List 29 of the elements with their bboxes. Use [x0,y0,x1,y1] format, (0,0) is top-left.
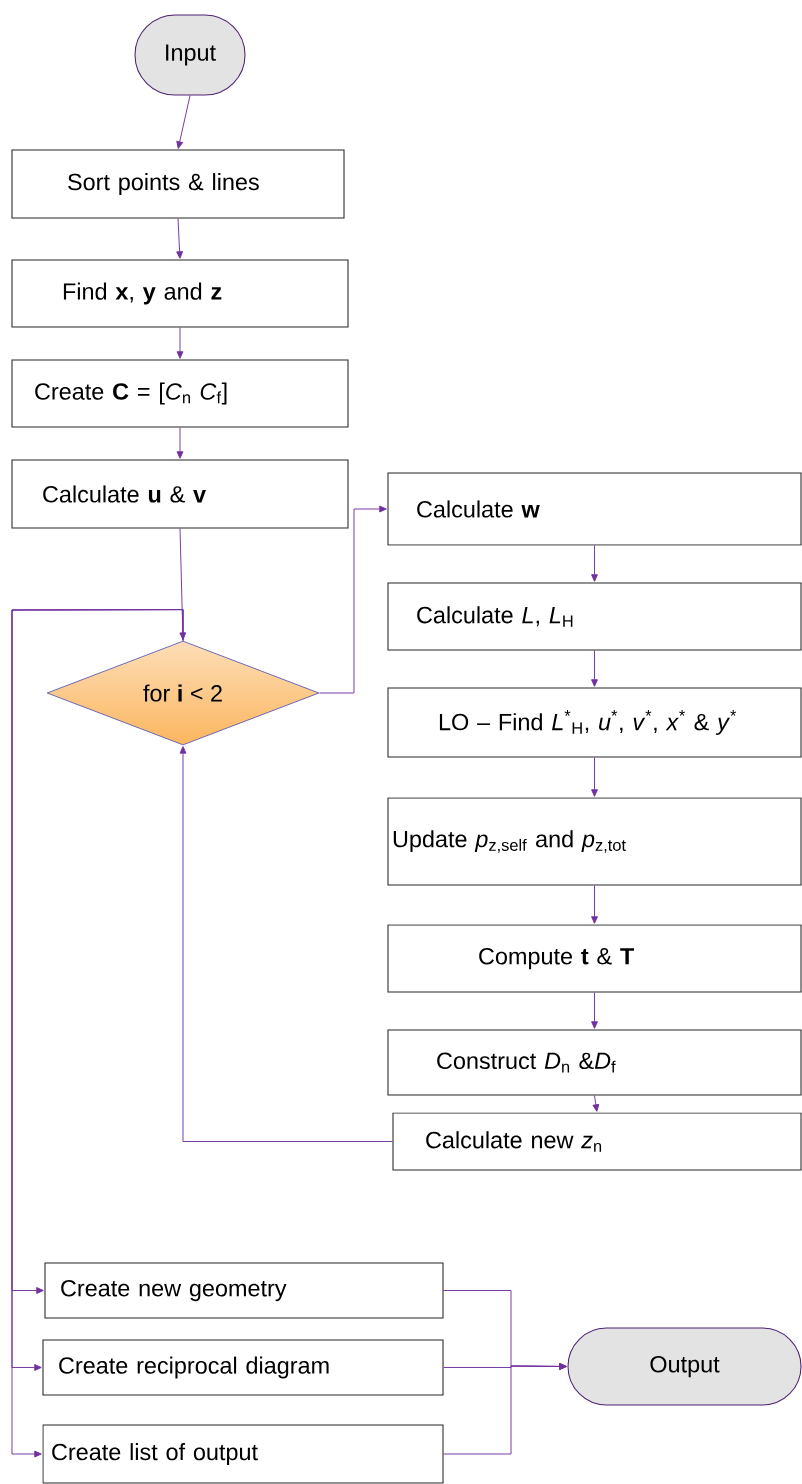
process-box: Calculate u & v [11,459,349,529]
arrow [591,650,598,687]
process-box: Find x, y and z [11,259,349,328]
process-box: Calculate new z$_{n}$ [392,1112,802,1171]
process-box: LO – Find L$^{*}$$_{H}$, u$^{*}$, v$^{*}$, x$^{*}$ & y$^{*}$ [387,687,802,758]
arrow [443,1363,567,1455]
process-box: Calculate w [387,472,802,546]
arrow [176,427,184,459]
arrow [592,1095,600,1112]
arrow [176,327,184,359]
arrow [591,545,598,582]
process-box: Sort points & lines [11,149,345,219]
arrow [176,95,191,149]
process-box: Create C = [C$_{n}$ C$_{f}$] [11,359,349,428]
arrow [179,746,393,1142]
arrow [318,505,387,694]
process-box: Create new geometry [44,1262,444,1319]
process-box: Calculate L, L$_{H}$ [387,582,802,651]
process-box: Update p$_{z,self}$ and p$_{z,tot}$ [387,797,802,886]
terminal-oval: Output [567,1327,802,1406]
process-box: Construct D$_{n}$ &D$_{f}$ [387,1029,802,1096]
process-box: Create list of output [42,1424,444,1484]
process-box: Create reciprocal diagram [42,1339,444,1396]
process-box: Compute t & T [387,924,802,993]
arrow [591,757,598,797]
arrow [176,218,183,259]
arrow [179,528,187,640]
arrow [591,885,598,924]
arrow [591,992,598,1029]
